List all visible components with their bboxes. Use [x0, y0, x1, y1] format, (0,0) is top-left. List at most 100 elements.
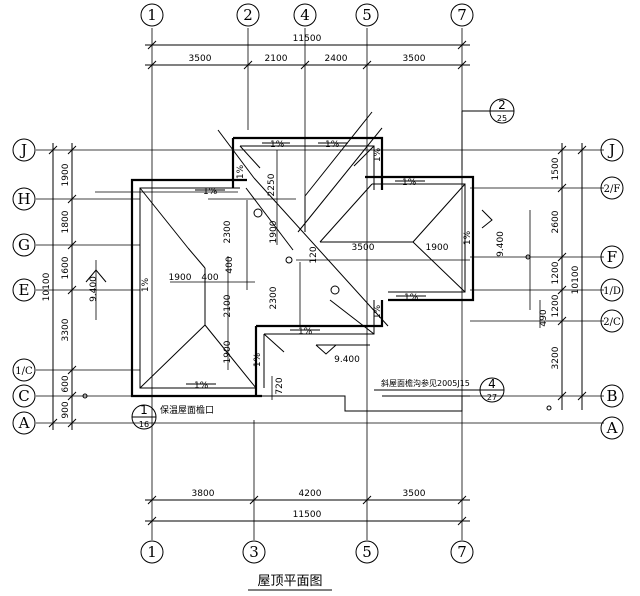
elevation-left: 9.400: [89, 276, 99, 302]
note-eave: 保温屋面檐口: [160, 404, 214, 416]
axis-right-J: J: [607, 141, 615, 159]
dimension-2100: 2100: [223, 294, 233, 317]
roof-outline: [130, 136, 475, 412]
axis-bottom-5: 5: [362, 543, 372, 561]
dimension-1900-lower: 1900: [223, 340, 233, 363]
dimension-2300-lower: 2300: [269, 286, 279, 309]
hip-ridge-lines: [139, 111, 466, 389]
detail-ref-sheet: 16: [139, 420, 149, 429]
dimension-1900-left: 1900: [169, 273, 192, 283]
dimension-3500-inner: 3500: [352, 243, 375, 253]
bottom-dimension-1: 3800: [192, 489, 215, 499]
axis-bubbles-left: J H G E 1/C C A: [12, 138, 36, 435]
internal-dimension-lines: [95, 150, 541, 400]
axis-left-1C: 1/C: [15, 366, 33, 377]
dimension-2250: 2250: [267, 173, 277, 196]
slope-label: 1%: [404, 293, 419, 303]
axis-bubbles-top: 1 2 4 5 7: [140, 3, 474, 27]
detail-ref-sheet: 27: [487, 393, 497, 402]
top-dimension-4: 3500: [403, 54, 426, 64]
dimension-720: 720: [275, 377, 285, 394]
note-gutter: 斜屋面檐沟参见2005J15: [381, 378, 470, 388]
detail-reference-2: 4 27: [374, 377, 505, 403]
axis-bottom-7: 7: [457, 543, 467, 561]
roof-drains: [82, 208, 552, 411]
axis-grid-lines: [36, 28, 604, 540]
axis-top-4: 4: [300, 6, 310, 24]
bottom-dimension-lines: [145, 495, 470, 526]
axis-left-A: A: [18, 414, 30, 432]
dimension-400-b: 400: [201, 273, 218, 283]
axis-left-G: G: [18, 236, 30, 254]
axis-top-5: 5: [362, 6, 372, 24]
dimension-400-a: 400: [225, 256, 235, 273]
right-dimension-5: 3200: [551, 346, 561, 369]
dimension-1900-upper: 1900: [269, 220, 279, 243]
slope-label: 1%: [236, 164, 246, 179]
detail-reference-1: 2 25: [461, 98, 515, 170]
detail-ref-number: 2: [498, 98, 506, 112]
left-dimension-1: 1900: [61, 163, 71, 186]
axis-bottom-1: 1: [147, 543, 157, 561]
axis-right-2F: 2/F: [604, 184, 621, 195]
slope-label: 1%: [270, 140, 285, 150]
left-dimension-5: 600: [61, 375, 71, 392]
dimension-490: 490: [539, 309, 549, 326]
left-dimension-lines: [48, 143, 77, 430]
axis-top-7: 7: [457, 6, 467, 24]
slope-label: 1%: [141, 277, 151, 292]
axis-top-2: 2: [243, 6, 253, 24]
left-dimension-2: 1800: [61, 210, 71, 233]
detail-ref-number: 1: [140, 403, 148, 417]
right-dimension-2: 2600: [551, 210, 561, 233]
drawing-title: 屋顶平面图: [257, 574, 322, 589]
axis-bubbles-bottom: 1 3 5 7: [140, 540, 474, 564]
left-dimension-4: 3300: [61, 318, 71, 341]
right-dimension-lines: [557, 143, 587, 410]
bottom-dimension-3: 3500: [403, 489, 426, 499]
axis-right-B: B: [606, 387, 617, 405]
right-total-dimension: 10100: [571, 265, 581, 294]
detail-ref-sheet: 25: [497, 114, 507, 123]
slope-label: 1%: [253, 352, 263, 367]
dimension-120: 120: [309, 246, 319, 263]
slope-label: 1%: [373, 147, 383, 162]
slope-markings: 1% 1% 1% 1% 1% 1% 1% 1% 1% 1% 1% 1% 1%: [141, 140, 473, 391]
axis-bubbles-right: J 2/F F 1/D 2/C B A: [600, 138, 624, 440]
top-dimension-2: 2100: [265, 54, 288, 64]
top-dimension-3: 2400: [325, 54, 348, 64]
slope-label: 1%: [194, 381, 209, 391]
slope-label: 1%: [325, 140, 340, 150]
left-dimension-6: 900: [61, 401, 71, 418]
axis-right-A: A: [606, 419, 618, 437]
slope-label: 1%: [298, 327, 313, 337]
axis-right-2C: 2/C: [603, 317, 621, 328]
axis-left-E: E: [19, 281, 30, 299]
dimension-2300-upper: 2300: [223, 220, 233, 243]
axis-left-H: H: [17, 190, 30, 208]
slope-label: 1%: [203, 187, 218, 197]
dimension-1900-right: 1900: [426, 243, 449, 253]
detail-ref-number: 4: [488, 377, 496, 391]
left-dimension-3: 1600: [61, 256, 71, 279]
top-dimension-1: 3500: [189, 54, 212, 64]
bottom-dimension-2: 4200: [299, 489, 322, 499]
right-dimension-4: 1200: [551, 294, 561, 317]
detail-reference-3: 1 16: [131, 403, 157, 430]
top-dimension-lines: [145, 40, 470, 70]
right-dimension-3: 1200: [551, 261, 561, 284]
elevation-right: 9.400: [496, 231, 506, 257]
slope-label: 1%: [463, 230, 473, 245]
top-total-dimension: 11500: [293, 34, 322, 44]
axis-right-1D: 1/D: [603, 286, 621, 297]
slope-label: 1%: [402, 178, 417, 188]
elevation-bottom: 9.400: [334, 355, 360, 365]
elevation-marks: 9.400 9.400 9.400: [85, 209, 506, 365]
right-dimension-1: 1500: [551, 157, 561, 180]
internal-dimension-text: 2250 2300 1900 3500 1900 1900 400 400 21…: [169, 173, 549, 394]
slope-label: 1%: [373, 304, 383, 319]
axis-bottom-3: 3: [249, 543, 259, 561]
axis-top-1: 1: [147, 6, 157, 24]
axis-right-F: F: [607, 248, 617, 266]
